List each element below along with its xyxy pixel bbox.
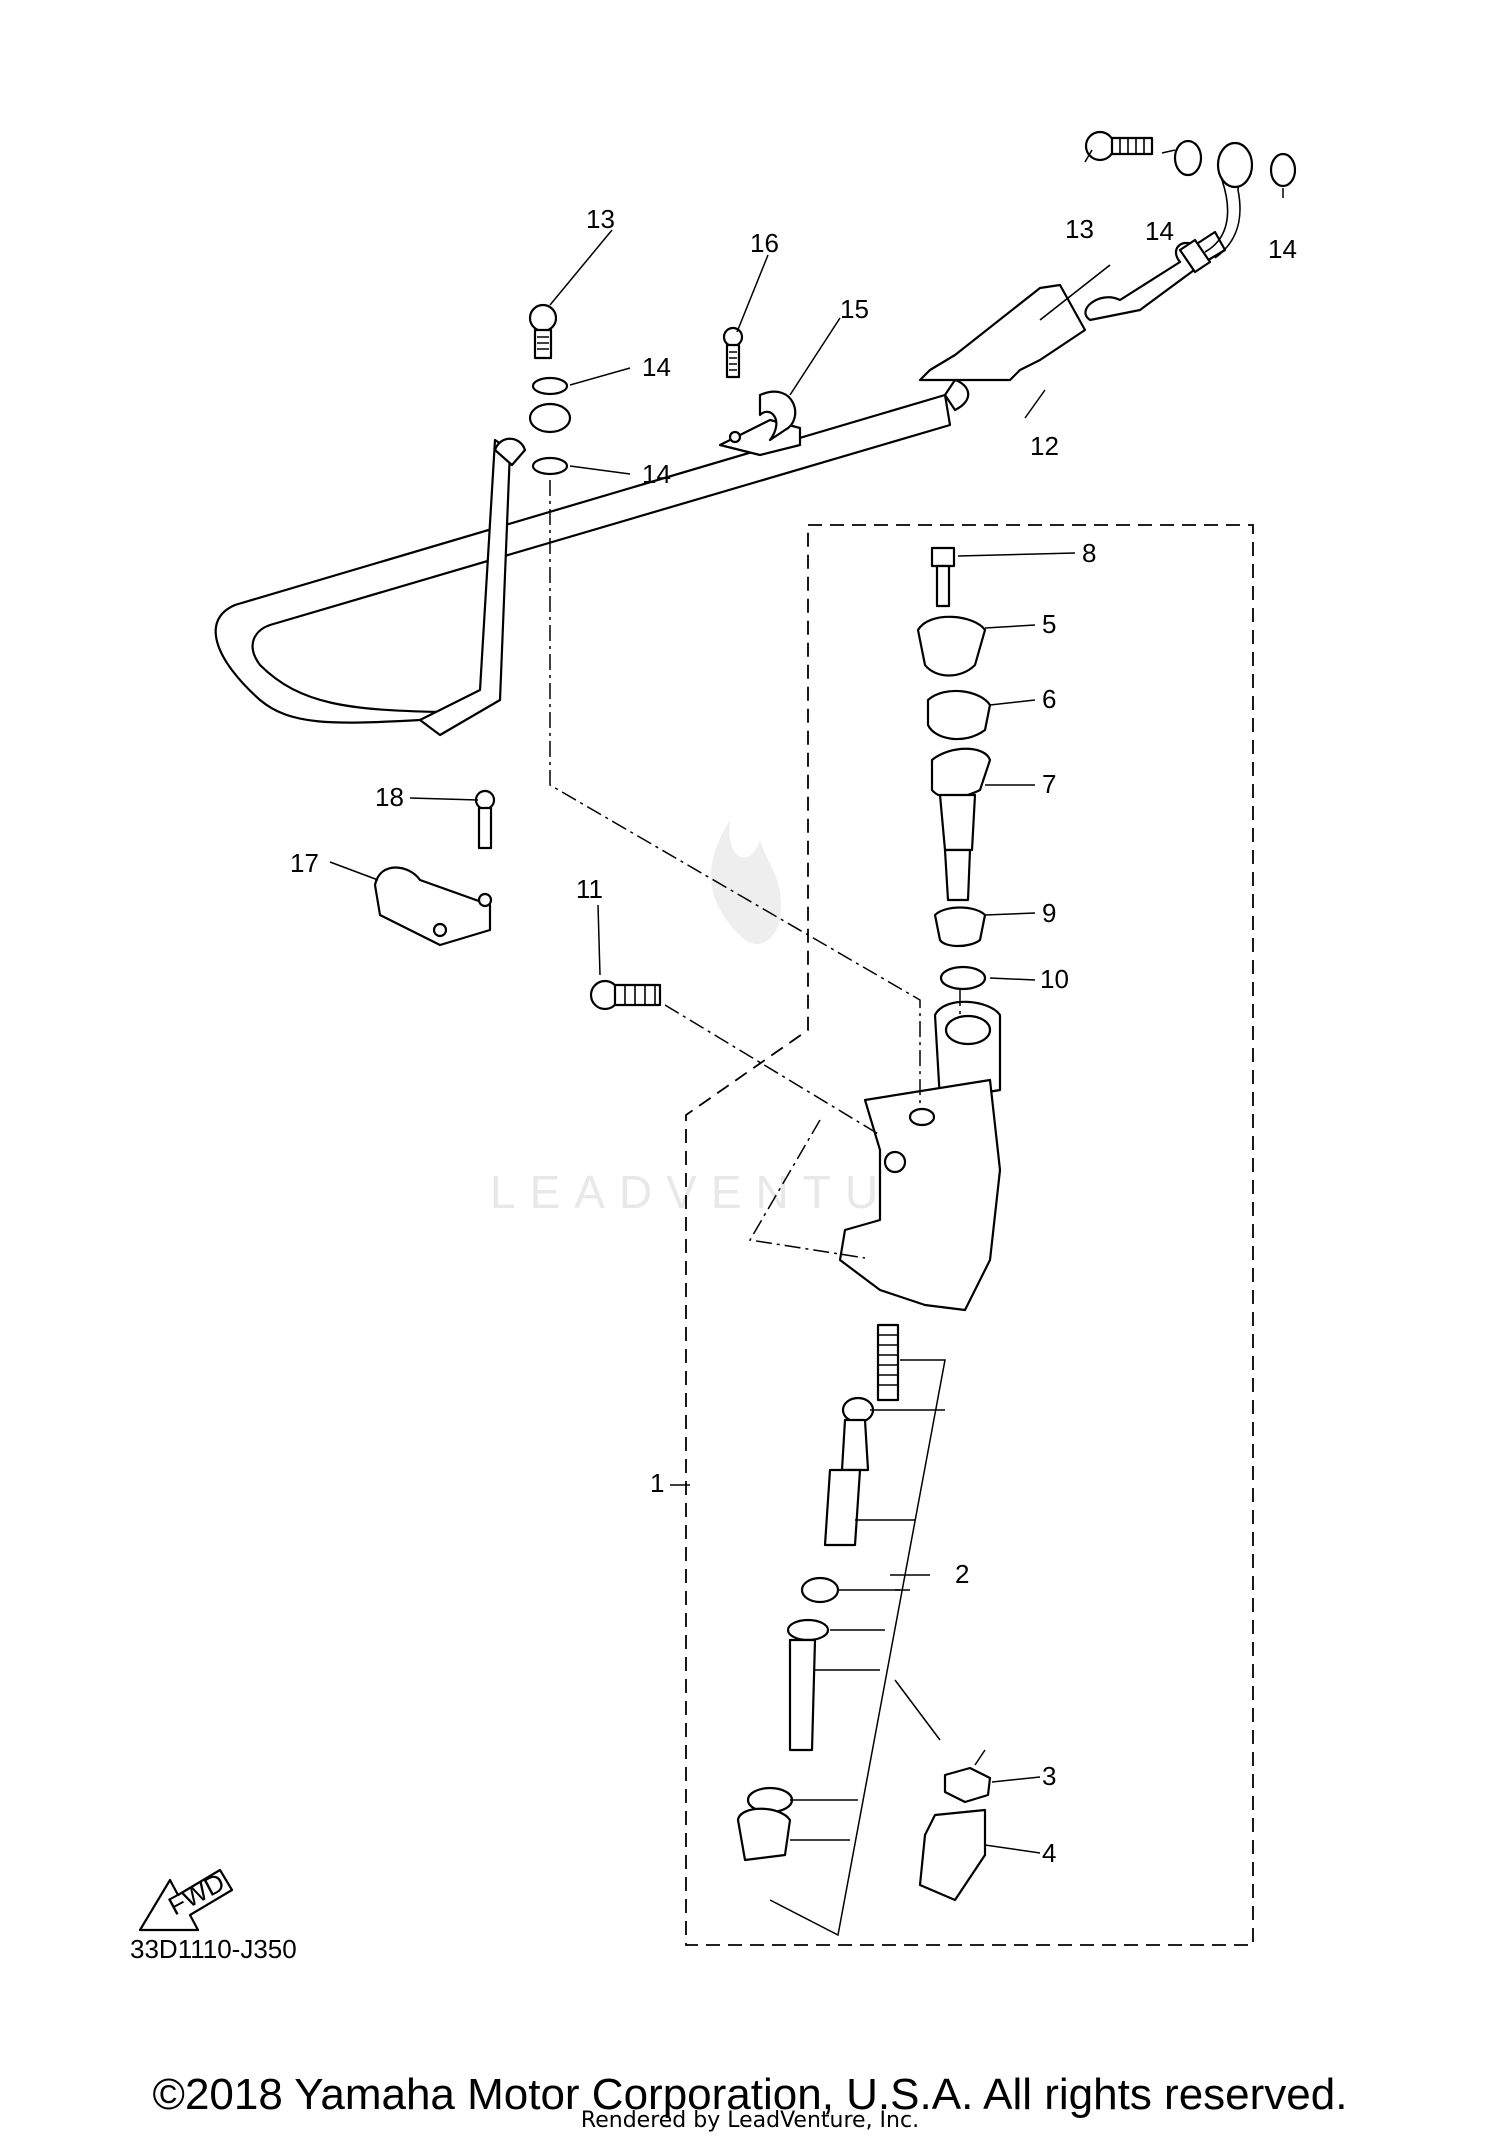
copper-washer[interactable] [1269,152,1297,188]
callout-14: 14 [642,352,671,382]
union-bolt-left[interactable] [528,303,558,360]
callout-2: 2 [955,1559,969,1589]
callout-3: 3 [1042,1761,1056,1791]
callout-14: 14 [1268,234,1297,264]
callout-14: 14 [642,459,671,489]
rendered-by-credit: Rendered by LeadVenture, Inc. [580,2108,920,2133]
clamp-screw[interactable] [722,326,744,379]
leader-lines [329,149,1284,1937]
copper-washer[interactable] [1173,139,1203,177]
piston-kit[interactable] [736,1323,900,1862]
copyright-notice: ©2018 Yamaha Motor Corporation, U.S.A. A… [152,2070,1348,2119]
circlip[interactable] [939,965,987,991]
hose-clamp[interactable] [718,390,802,457]
diaphragm[interactable] [930,747,992,902]
callout-16: 16 [750,228,779,258]
union-bolt-right[interactable] [1084,130,1154,162]
callout-17: 17 [290,848,319,878]
reservoir-bolt[interactable] [930,546,956,608]
copper-washer[interactable] [531,376,569,396]
diaphragm-plate[interactable] [926,689,992,741]
lock-nut[interactable] [943,1766,992,1804]
callout-14: 14 [1145,216,1174,246]
callout-4: 4 [1042,1838,1056,1868]
callout-12: 12 [1030,431,1059,461]
copper-washer[interactable] [531,456,569,476]
banjo-fitting[interactable] [1216,141,1254,189]
fwd-label: FWD [163,1867,229,1921]
callout-8: 8 [1082,538,1096,568]
brake-hose[interactable] [214,174,1241,737]
alignment-lines [549,480,961,1259]
callout-11: 11 [576,874,603,904]
master-cylinder-body[interactable] [838,1000,1002,1312]
callout-labels: 13 16 15 14 14 12 13 14 14 8 5 6 7 9 10 … [290,204,1297,1868]
bracket-screw[interactable] [474,789,496,850]
callout-7: 7 [1042,769,1056,799]
clevis[interactable] [918,1808,987,1902]
reservoir-bushing[interactable] [933,906,987,948]
assembly-box-outline [685,524,1254,1946]
callout-13-right: 13 [1065,214,1094,244]
callout-13-left: 13 [586,204,615,234]
callout-10: 10 [1040,964,1069,994]
forward-arrow-icon: FWD [138,1867,234,1932]
callout-1: 1 [650,1468,664,1498]
callout-9: 9 [1042,898,1056,928]
mounting-bolt[interactable] [589,979,662,1011]
banjo-fitting[interactable] [528,402,572,434]
callout-18: 18 [375,782,404,812]
diagram-code: 33D1110-J350 [130,1934,297,1964]
callout-15: 15 [840,294,869,324]
mounting-bracket[interactable] [373,866,493,947]
reservoir-cap[interactable] [916,615,987,677]
callout-5: 5 [1042,609,1056,639]
callout-6: 6 [1042,684,1056,714]
